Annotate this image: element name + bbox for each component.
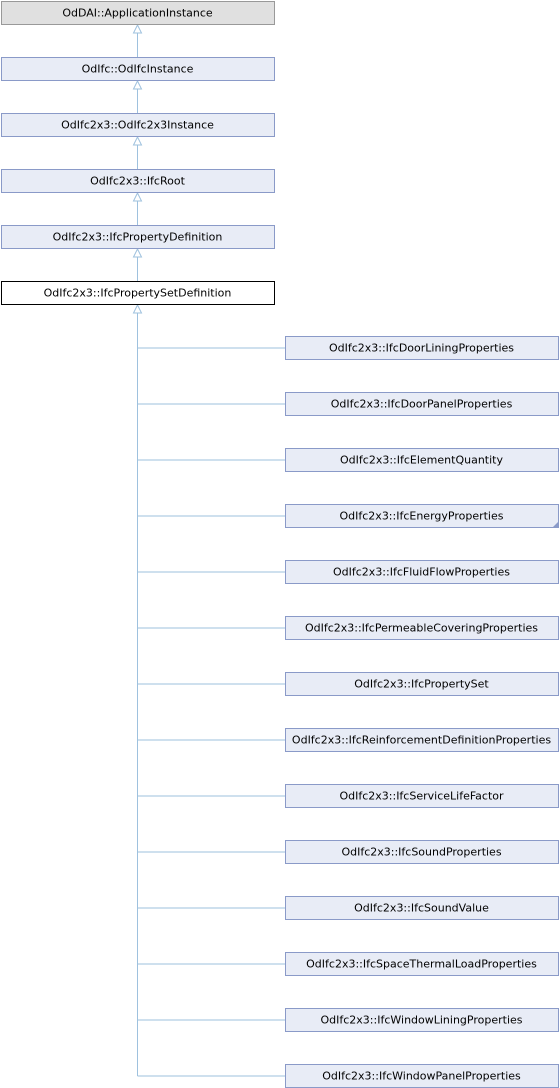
node-label: OdIfc2x3::IfcPropertySetDefinition: [44, 287, 232, 300]
node-box: [285, 392, 559, 416]
node-label: OdIfc2x3::IfcRoot: [90, 175, 185, 188]
node-label: OdIfc2x3::IfcSoundProperties: [341, 846, 501, 859]
node-ifc-property-set[interactable]: OdIfc2x3::IfcPropertySet: [285, 672, 559, 696]
node-ifc-fluid-flow-properties[interactable]: OdIfc2x3::IfcFluidFlowProperties: [285, 560, 559, 584]
node-box: [285, 952, 559, 976]
node-ifc-permeable-covering-properties[interactable]: OdIfc2x3::IfcPermeableCoveringProperties: [285, 616, 559, 640]
node-ifc-energy-properties[interactable]: OdIfc2x3::IfcEnergyProperties: [285, 504, 560, 529]
node-ifc-property-set-definition-current[interactable]: OdIfc2x3::IfcPropertySetDefinition: [1, 281, 275, 305]
inheritance-arrowhead: [132, 79, 143, 90]
node-box: [285, 448, 559, 472]
node-label: OdIfc2x3::IfcEnergyProperties: [340, 510, 504, 523]
inheritance-arrowhead: [132, 191, 143, 202]
node-label: OdIfc2x3::IfcDoorPanelProperties: [331, 398, 513, 411]
node-ifc-door-panel-properties[interactable]: OdIfc2x3::IfcDoorPanelProperties: [285, 392, 559, 416]
node-label: OdIfc2x3::IfcElementQuantity: [340, 454, 503, 467]
more-subclasses-indicator: [552, 521, 559, 528]
node-label: OdIfc2x3::IfcPropertyDefinition: [53, 231, 223, 244]
inheritance-arrowhead: [132, 247, 143, 258]
inheritance-arrowhead: [132, 303, 143, 314]
node-label: OdDAI::ApplicationInstance: [62, 7, 213, 20]
node-box: [285, 672, 559, 696]
node-label: OdIfc2x3::IfcWindowLiningProperties: [320, 1014, 522, 1027]
node-ifc-element-quantity[interactable]: OdIfc2x3::IfcElementQuantity: [285, 448, 559, 472]
node-ifc-root[interactable]: OdIfc2x3::IfcRoot: [1, 169, 275, 193]
node-box: [285, 504, 559, 528]
node-label: OdIfc2x3::IfcServiceLifeFactor: [339, 790, 504, 803]
node-od-ifc2x3-instance[interactable]: OdIfc2x3::OdIfc2x3Instance: [1, 113, 275, 137]
node-box: [285, 840, 559, 864]
node-box: [285, 336, 559, 360]
inheritance-arrowhead: [132, 23, 143, 34]
node-label: OdIfc2x3::IfcFluidFlowProperties: [333, 566, 510, 579]
node-label: OdIfc::OdIfcInstance: [82, 63, 194, 76]
node-ifc-window-lining-properties[interactable]: OdIfc2x3::IfcWindowLiningProperties: [285, 1008, 559, 1032]
node-box: [285, 560, 559, 584]
node-label: OdIfc2x3::IfcDoorLiningProperties: [329, 342, 514, 355]
node-box: [1, 113, 275, 137]
node-box: [1, 1, 275, 25]
node-ifc-space-thermal-load-properties[interactable]: OdIfc2x3::IfcSpaceThermalLoadProperties: [285, 952, 559, 976]
node-label: OdIfc2x3::IfcSoundValue: [354, 902, 489, 915]
node-box: [285, 784, 559, 808]
node-box: [285, 728, 559, 752]
node-od-ifc-instance[interactable]: OdIfc::OdIfcInstance: [1, 57, 275, 81]
inheritance-arrowhead: [132, 135, 143, 146]
node-box: [285, 896, 559, 920]
node-box: [1, 57, 275, 81]
node-label: OdIfc2x3::IfcReinforcementDefinitionProp…: [292, 734, 551, 747]
node-ifc-sound-value[interactable]: OdIfc2x3::IfcSoundValue: [285, 896, 559, 920]
node-ifc-reinforcement-definition-properties[interactable]: OdIfc2x3::IfcReinforcementDefinitionProp…: [285, 728, 559, 752]
node-box: [285, 1008, 559, 1032]
node-label: OdIfc2x3::IfcPropertySet: [354, 678, 489, 691]
node-box: [285, 616, 559, 640]
node-box: [1, 225, 275, 249]
node-ifc-service-life-factor[interactable]: OdIfc2x3::IfcServiceLifeFactor: [285, 784, 559, 808]
node-label: OdIfc2x3::IfcWindowPanelProperties: [322, 1070, 521, 1083]
node-box: [1, 169, 275, 193]
node-ifc-door-lining-properties[interactable]: OdIfc2x3::IfcDoorLiningProperties: [285, 336, 559, 360]
node-ifc-sound-properties[interactable]: OdIfc2x3::IfcSoundProperties: [285, 840, 559, 864]
node-box: [1, 281, 275, 305]
node-label: OdIfc2x3::IfcPermeableCoveringProperties: [305, 622, 538, 635]
node-label: OdIfc2x3::IfcSpaceThermalLoadProperties: [306, 958, 537, 971]
node-ifc-window-panel-properties[interactable]: OdIfc2x3::IfcWindowPanelProperties: [285, 1064, 559, 1088]
node-ifc-property-definition[interactable]: OdIfc2x3::IfcPropertyDefinition: [1, 225, 275, 249]
node-label: OdIfc2x3::OdIfc2x3Instance: [61, 119, 214, 132]
node-application-instance[interactable]: OdDAI::ApplicationInstance: [1, 1, 275, 25]
